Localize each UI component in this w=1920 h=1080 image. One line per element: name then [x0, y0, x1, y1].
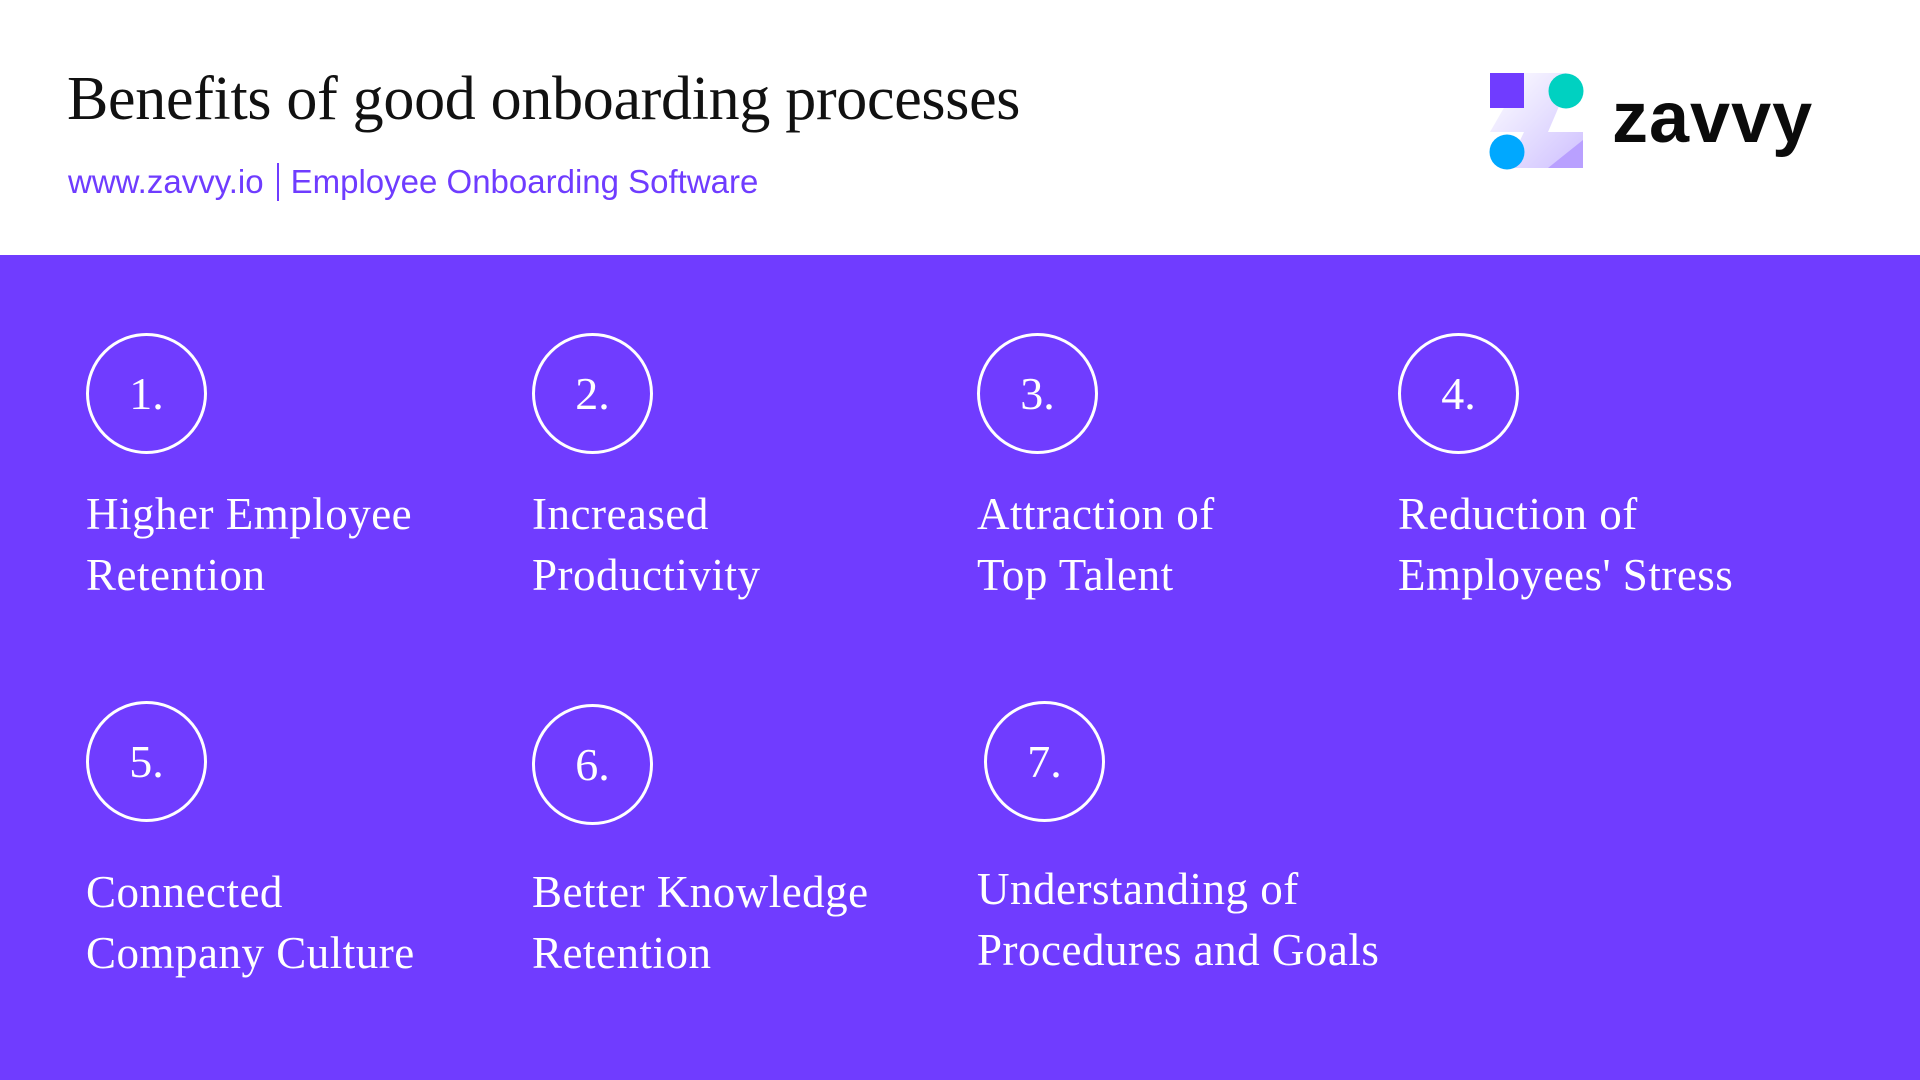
logo-wordmark: zavvy: [1612, 78, 1814, 158]
number-badge: 7.: [984, 701, 1105, 822]
benefit-label: Higher Employee Retention: [86, 484, 412, 606]
subtitle: www.zavvy.io Employee Onboarding Software: [68, 160, 758, 204]
number-badge: 3.: [977, 333, 1098, 454]
number-badge: 4.: [1398, 333, 1519, 454]
page-title: Benefits of good onboarding processes: [67, 65, 1021, 133]
label-line-2: Retention: [86, 550, 266, 600]
label-line-2: Procedures and Goals: [977, 925, 1380, 975]
benefit-label: Attraction of Top Talent: [977, 484, 1215, 606]
label-line-1: Higher Employee: [86, 489, 413, 539]
benefit-label: Increased Productivity: [532, 484, 761, 606]
benefit-label: Reduction of Employees' Stress: [1398, 484, 1733, 606]
label-line-1: Connected: [86, 867, 283, 917]
number-badge: 6.: [532, 704, 653, 825]
number-badge: 2.: [532, 333, 653, 454]
number-badge: 1.: [86, 333, 207, 454]
zavvy-logo-icon: [1489, 73, 1584, 170]
benefit-label: Connected Company Culture: [86, 862, 415, 984]
label-line-1: Better Knowledge: [532, 867, 869, 917]
website-link[interactable]: www.zavvy.io: [68, 163, 264, 200]
label-line-1: Understanding of: [977, 864, 1299, 914]
label-line-2: Retention: [532, 928, 712, 978]
label-line-2: Top Talent: [977, 550, 1174, 600]
label-line-1: Increased: [532, 489, 709, 539]
separator: [276, 163, 279, 201]
label-line-2: Company Culture: [86, 928, 415, 978]
tagline: Employee Onboarding Software: [290, 163, 759, 200]
label-line-1: Reduction of: [1398, 489, 1638, 539]
label-line-2: Employees' Stress: [1398, 550, 1734, 600]
benefit-label: Understanding of Procedures and Goals: [977, 859, 1379, 981]
benefits-panel: [0, 255, 1920, 1080]
benefit-label: Better Knowledge Retention: [532, 862, 869, 984]
label-line-1: Attraction of: [977, 489, 1215, 539]
header: Benefits of good onboarding processes ww…: [0, 0, 1920, 255]
number-badge: 5.: [86, 701, 207, 822]
label-line-2: Productivity: [532, 550, 761, 600]
